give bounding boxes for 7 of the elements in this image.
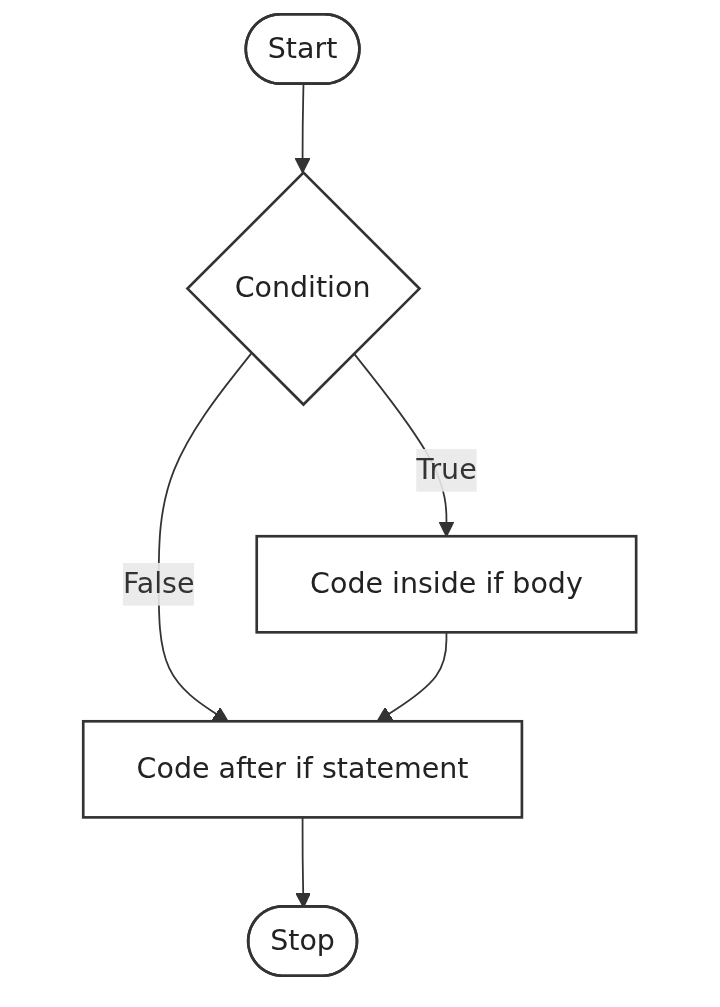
- arrow: [295, 83, 311, 174]
- node-diamond: Condition: [185, 170, 422, 407]
- node-box: Code inside if body: [255, 534, 638, 634]
- arrow: [158, 352, 253, 722]
- node-box: Code after if statement: [82, 719, 524, 819]
- edge-label: True: [416, 452, 477, 487]
- edge-label: False: [123, 566, 195, 601]
